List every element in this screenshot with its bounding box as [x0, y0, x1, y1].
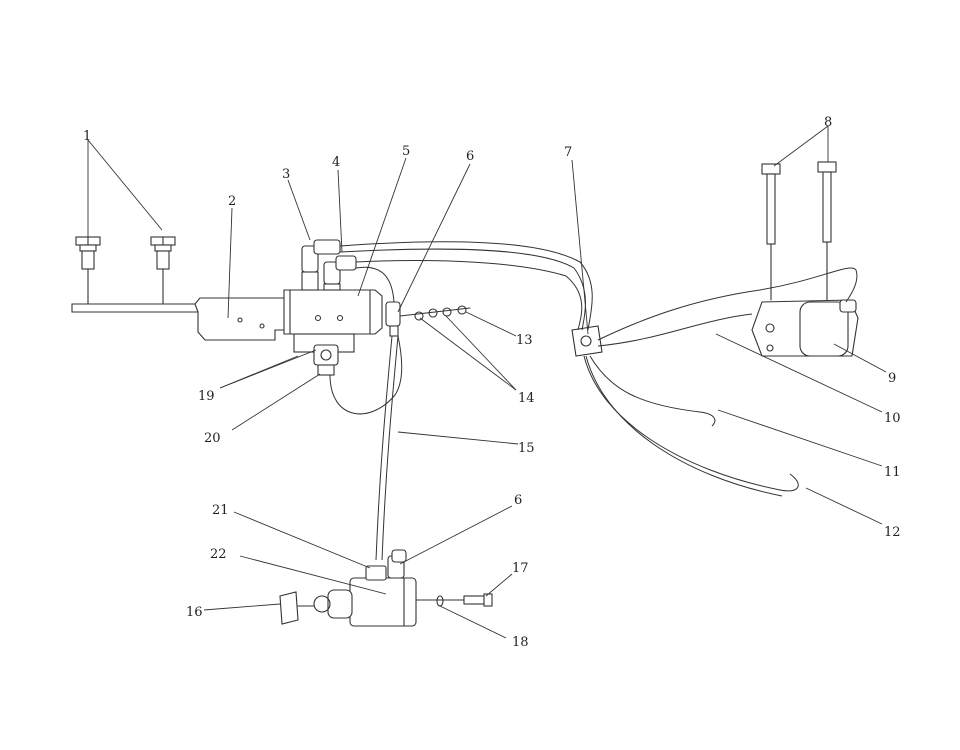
elbow-fitting-4 — [323, 255, 357, 291]
callout-5: 5 — [402, 144, 410, 159]
valve-block — [283, 289, 383, 353]
callout-labels: 1 2 3 4 5 6 7 8 9 10 11 12 13 14 15 19 2… — [83, 115, 901, 650]
callout-17: 17 — [512, 561, 529, 576]
callout-11: 11 — [884, 465, 901, 480]
callout-8: 8 — [824, 115, 832, 130]
callout-3: 3 — [282, 167, 290, 182]
callout-22: 22 — [210, 547, 227, 562]
mounting-flange — [279, 591, 315, 625]
callout-2: 2 — [228, 194, 236, 209]
callout-6-lower: 6 — [514, 493, 522, 508]
callout-4: 4 — [332, 155, 340, 170]
mounting-bracket — [71, 297, 291, 341]
callout-15: 15 — [518, 441, 535, 456]
callout-16: 16 — [186, 605, 203, 620]
hose-clamp — [571, 325, 603, 357]
callout-6-upper: 6 — [466, 149, 474, 164]
callout-12: 12 — [884, 525, 901, 540]
outlet-fitting — [385, 301, 401, 337]
leader-lines — [87, 125, 887, 639]
small-bolt — [415, 593, 493, 607]
exhaust-port — [313, 344, 339, 376]
callout-9: 9 — [888, 371, 896, 386]
callout-13: 13 — [516, 333, 533, 348]
callout-1: 1 — [83, 129, 91, 144]
elbow-fitting-3 — [301, 239, 341, 291]
small-fittings — [399, 305, 471, 321]
callout-20: 20 — [204, 431, 221, 446]
callout-18: 18 — [512, 635, 529, 650]
flange-bolt-left — [75, 236, 101, 270]
callout-7: 7 — [564, 145, 572, 160]
long-bolt-right — [817, 161, 837, 243]
callout-14: 14 — [518, 391, 535, 406]
callout-19: 19 — [198, 389, 215, 404]
air-actuator — [751, 299, 859, 357]
callout-21: 21 — [212, 503, 229, 518]
lower-valve-assembly — [313, 549, 417, 627]
long-bolt-left — [761, 163, 781, 245]
callout-10: 10 — [884, 411, 901, 426]
flange-bolt-right — [150, 236, 176, 270]
